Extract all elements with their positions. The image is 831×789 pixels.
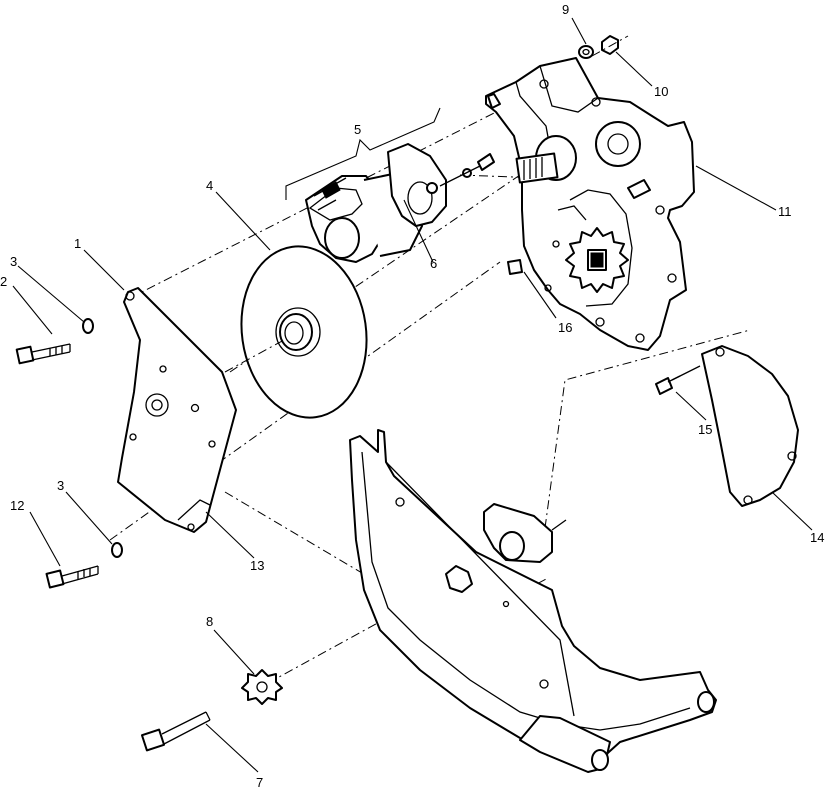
callout-2: 2 <box>0 274 7 289</box>
callout-10: 10 <box>654 84 668 99</box>
hardware-bolt-12 <box>45 565 99 589</box>
chain-tensioner <box>483 503 567 563</box>
chassis-frame <box>349 429 717 773</box>
callout-6: 6 <box>430 256 437 271</box>
callout-4: 4 <box>206 178 213 193</box>
callout-8: 8 <box>206 614 213 629</box>
callout-7: 7 <box>256 775 263 789</box>
callout-11: 11 <box>778 204 792 219</box>
hardware-bolt-7 <box>140 711 211 752</box>
hardware-washer-3b <box>111 542 123 558</box>
callout-14: 14 <box>810 530 824 545</box>
hardware-bolt-15 <box>671 365 701 381</box>
drive-sprocket <box>507 227 629 293</box>
hardware-star-washer-8 <box>241 669 283 705</box>
callout-16: 16 <box>558 320 572 335</box>
callout-9: 9 <box>562 2 569 17</box>
callout-5: 5 <box>354 122 361 137</box>
hardware-washer-9 <box>578 45 594 59</box>
drive-pulley <box>224 245 368 419</box>
callout-13: 13 <box>250 558 264 573</box>
chain-case-cover <box>655 345 799 507</box>
callout-3-lower: 3 <box>57 478 64 493</box>
leader-lines <box>12 17 813 773</box>
cam-spacer <box>387 143 495 227</box>
inner-cover-plate <box>117 287 237 533</box>
transmission-case <box>485 57 695 351</box>
callout-15: 15 <box>698 422 712 437</box>
hardware-washer-3a <box>82 318 94 334</box>
hardware-bolt-2 <box>15 343 71 365</box>
hardware-nut-10 <box>591 35 629 57</box>
callout-1: 1 <box>74 236 81 251</box>
callout-3-upper: 3 <box>10 254 17 269</box>
callout-12: 12 <box>10 498 24 513</box>
